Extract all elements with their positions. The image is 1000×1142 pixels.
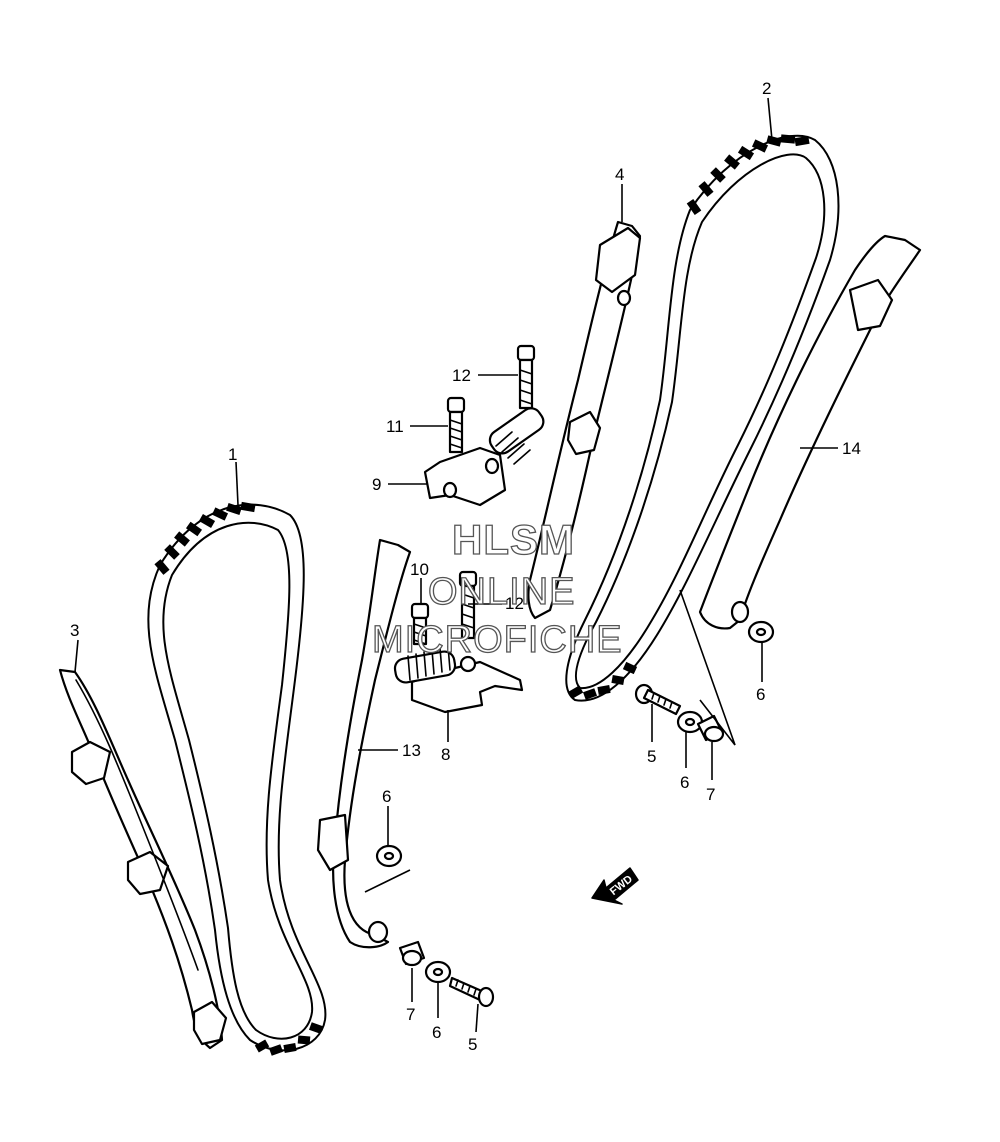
- bolt-guide-left[interactable]: [448, 976, 495, 1008]
- washer-right-lower[interactable]: [676, 710, 704, 734]
- callout-7-left: 7: [406, 1005, 415, 1024]
- cam-chain-tensioner-guide-right[interactable]: [698, 234, 922, 630]
- cam-chain-guide-right[interactable]: [527, 220, 642, 620]
- cam-chain-tensioner-guide-left[interactable]: [316, 538, 412, 949]
- callout-6-left-lower: 6: [432, 1023, 441, 1042]
- cam-chain-left[interactable]: [147, 501, 327, 1056]
- callout-4: 4: [615, 165, 624, 184]
- callout-11: 11: [386, 417, 404, 436]
- callout-1: 1: [228, 445, 237, 464]
- watermark-line2: ONLINE: [428, 571, 575, 613]
- cam-chain-guide-left[interactable]: [58, 668, 228, 1050]
- callout-7-right: 7: [706, 785, 715, 804]
- callout-12-lower: 12: [505, 594, 524, 613]
- callout-3: 3: [70, 621, 79, 640]
- callout-6-right-lower: 6: [680, 773, 689, 792]
- bolt-upper-left[interactable]: [446, 396, 466, 454]
- callout-6-left-upper: 6: [382, 787, 391, 806]
- bolt-lower-right[interactable]: [458, 570, 478, 640]
- assembly-line-left: [364, 869, 411, 893]
- watermark: HLSM ONLINE MICROFICHE: [371, 515, 623, 661]
- washer-left-upper[interactable]: [375, 844, 403, 868]
- callout-5-left: 5: [468, 1035, 477, 1054]
- collar-right[interactable]: [696, 714, 725, 743]
- callout-9: 9: [372, 475, 381, 494]
- callout-8: 8: [441, 745, 450, 764]
- callout-14: 14: [842, 439, 861, 458]
- callout-13: 13: [402, 741, 421, 760]
- callout-5-right: 5: [647, 747, 656, 766]
- cam-chain-tensioner-lower[interactable]: [393, 645, 524, 714]
- washer-left-lower[interactable]: [424, 960, 452, 984]
- washer-right-upper[interactable]: [747, 620, 775, 644]
- bolt-upper-right[interactable]: [516, 344, 536, 410]
- watermark-line1: HLSM: [452, 516, 575, 563]
- callout-6-right-upper: 6: [756, 685, 765, 704]
- bolt-guide-right[interactable]: [634, 683, 682, 716]
- callout-2: 2: [762, 79, 771, 98]
- callout-12-upper: 12: [452, 366, 471, 385]
- fwd-arrow-icon: FWD: [591, 867, 639, 905]
- cam-chain-right[interactable]: [565, 134, 840, 702]
- assembly-line-right: [679, 589, 736, 746]
- callout-10: 10: [410, 560, 429, 579]
- cam-chain-tensioner-upper[interactable]: [423, 404, 547, 507]
- bolt-lower-left[interactable]: [410, 602, 430, 646]
- watermark-line3: MICROFICHE: [372, 619, 623, 661]
- leader-lines: [74, 97, 838, 1033]
- collar-left[interactable]: [398, 940, 426, 967]
